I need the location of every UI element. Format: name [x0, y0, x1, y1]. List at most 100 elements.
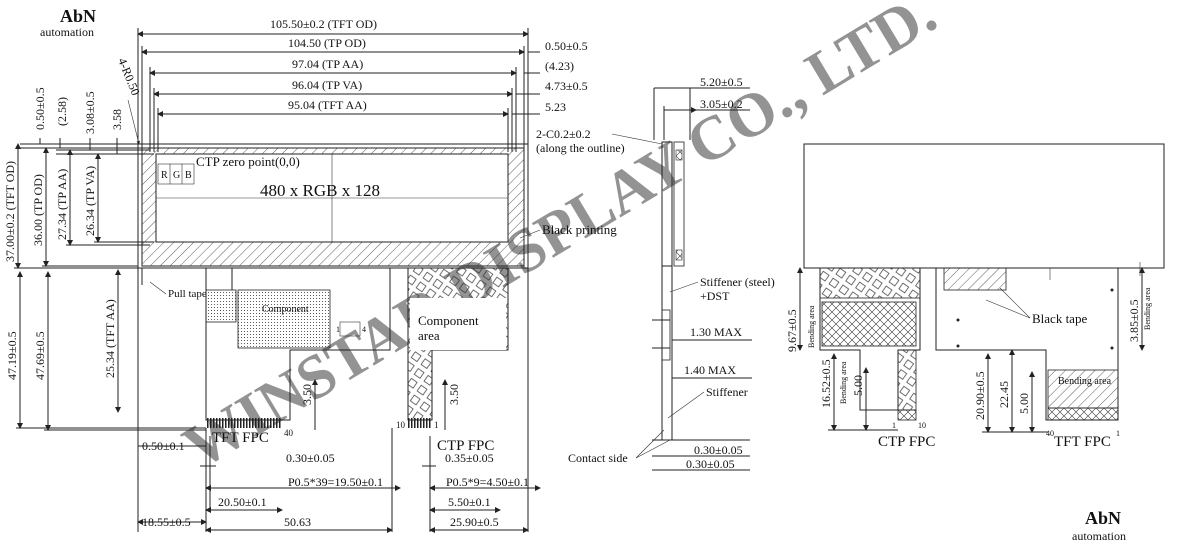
black-printing-label: Black printing	[542, 222, 617, 237]
component-small-label: Component	[262, 304, 309, 315]
side-view: 5.20±0.5 3.05±0.2 2-C0.2±0.2 (along the …	[536, 75, 778, 471]
watermark-logo: AbN	[60, 6, 96, 26]
component-area-line-2: area	[418, 328, 440, 343]
panel-outline	[137, 143, 529, 269]
dim-right-2: (4.23)	[545, 59, 574, 73]
dim-left-top-3: 3.08±0.5	[83, 91, 97, 134]
dim-right-3: 4.73±0.5	[545, 79, 588, 93]
resolution-label: 480 x RGB x 128	[260, 181, 380, 200]
dim-tp-od-width: 104.50 (TP OD)	[288, 36, 366, 50]
back-view: Black tape Bending area Bending area Ben…	[785, 143, 1165, 450]
back-dim-500-right: 5.00	[1017, 393, 1031, 414]
back-pin-1-ctp: 1	[892, 421, 896, 430]
back-dim-1652: 16.52±0.5	[819, 359, 833, 408]
max-1-label: 1.30 MAX	[690, 325, 742, 339]
pin-1-small-label: 1	[336, 325, 340, 334]
dim-tp-aa-width: 97.04 (TP AA)	[292, 57, 363, 71]
component-area-line-1: Component	[418, 313, 479, 328]
chamfer-line-2: (along the outline)	[536, 141, 625, 155]
stiffener-area	[821, 301, 917, 347]
dim-fpc-length-1: 47.19±0.5	[5, 331, 19, 380]
bending-area-right: Bending area	[1143, 287, 1152, 330]
dim-bottom-1855: 18.55±0.5	[142, 515, 191, 529]
back-pin-1-tft: 1	[1116, 429, 1120, 438]
dim-tft-od-width: 105.50±0.2 (TFT OD)	[270, 17, 377, 31]
dim-tft-aa-height: 25.34 (TFT AA)	[103, 299, 117, 378]
left-top-dimension-lines	[20, 138, 154, 155]
pixel-b: B	[185, 170, 192, 181]
left-lower-dimension-lines	[16, 269, 206, 431]
dim-fpc-length-2: 47.69±0.5	[33, 331, 47, 380]
dim-bottom-030: 0.30±0.05	[286, 451, 335, 465]
dim-tp-va-width: 96.04 (TP VA)	[292, 78, 362, 92]
pin-10-front: 10	[396, 420, 406, 430]
ctp-fpc-label: CTP FPC	[437, 438, 494, 454]
black-tape-label: Black tape	[1032, 311, 1087, 326]
back-dim-500-left: 5.00	[851, 375, 865, 396]
dim-bottom-2050: 20.50±0.1	[218, 495, 267, 509]
stiffener-label: Stiffener	[706, 385, 748, 399]
pixel-g: G	[173, 170, 180, 181]
watermark-logo-bottom: AbN	[1085, 508, 1121, 528]
side-bottom-dim-1: 0.30±0.05	[694, 443, 743, 457]
dim-bottom-5063: 50.63	[284, 515, 311, 529]
dim-bottom-550: 5.50±0.1	[448, 495, 491, 509]
pixel-r: R	[161, 170, 168, 181]
chamfer-line-1: 2-C0.2±0.2	[536, 127, 591, 141]
dim-tft-od-height: 37.00±0.2 (TFT OD)	[3, 161, 17, 262]
pull-tape-label: Pull tape	[168, 288, 207, 300]
watermark-logo-sub: automation	[40, 25, 94, 39]
tft-fpc: Component Pull tape 4 1	[141, 268, 391, 428]
bottom-dimension-lines	[137, 268, 541, 533]
back-pin-40: 40	[1046, 429, 1054, 438]
pin-1-front: 1	[434, 420, 439, 430]
back-pin-10: 10	[918, 421, 926, 430]
dim-bottom-2590: 25.90±0.5	[450, 515, 499, 529]
bending-area-left-2: Bending area	[839, 361, 848, 404]
dim-left-top-4: 3.58	[110, 109, 124, 130]
back-dim-2090: 20.90±0.5	[973, 371, 987, 420]
stiffener-steel-line-2: +DST	[700, 289, 730, 303]
tft-fpc-label: TFT FPC	[212, 430, 269, 446]
contact-side-label: Contact side	[568, 451, 628, 465]
back-dim-2245: 22.45	[997, 381, 1011, 408]
dim-right-4: 5.23	[545, 100, 566, 114]
dim-left-top-1: 0.50±0.5	[33, 87, 47, 130]
pin-4-label: 4	[362, 325, 366, 334]
back-dim-967: 9.67±0.5	[785, 309, 799, 352]
back-tft-fpc-label: TFT FPC	[1054, 434, 1111, 450]
pin-40-front: 40	[284, 428, 294, 438]
chamfer-label: 2-C0.2±0.2 (along the outline)	[536, 127, 625, 155]
back-dim-385: 3.85±0.5	[1127, 299, 1141, 342]
dim-bottom-035: 0.35±0.05	[445, 451, 494, 465]
side-dim-1: 5.20±0.5	[700, 75, 743, 89]
dim-bottom-pitch-left: P0.5*39=19.50±0.1	[288, 475, 383, 489]
ctp-zero-point: CTP zero point(0,0)	[196, 154, 300, 169]
dim-left-top-2: (2.58)	[55, 97, 69, 126]
top-dimension-lines	[137, 28, 540, 152]
dim-350-right: 3.50	[447, 384, 461, 405]
dim-bottom-050: 0.50±0.1	[142, 439, 185, 453]
dim-radius: 4-R0.50	[115, 56, 143, 97]
back-panel	[803, 143, 1165, 269]
dim-350-left: 3.50	[300, 384, 314, 405]
side-bottom-dim-2: 0.30±0.05	[686, 457, 735, 471]
dim-tp-aa-height: 27.34 (TP AA)	[55, 169, 69, 240]
ctp-fpc-front: Component area	[407, 267, 509, 428]
side-panel	[661, 141, 673, 267]
dim-bottom-pitch-right: P0.5*9=4.50±0.1	[446, 475, 529, 489]
stiffener-steel-line-1: Stiffener (steel)	[700, 275, 775, 289]
component-area-label: Component area	[418, 313, 482, 343]
bending-area-label: Bending area	[1058, 376, 1112, 387]
max-2-label: 1.40 MAX	[684, 363, 736, 377]
bending-area-left-1: Bending area	[807, 305, 816, 348]
dim-tp-od-height: 36.00 (TP OD)	[31, 174, 45, 246]
watermark-logo-bottom-sub: automation	[1072, 529, 1126, 543]
front-view: 105.50±0.2 (TFT OD) 104.50 (TP OD) 97.04…	[3, 17, 617, 533]
side-dim-2: 3.05±0.2	[700, 97, 743, 111]
dim-tft-aa-width: 95.04 (TFT AA)	[288, 98, 367, 112]
back-dimension-lines	[797, 267, 1145, 433]
back-ctp-fpc-label: CTP FPC	[878, 434, 935, 450]
stiffener-steel-label: Stiffener (steel) +DST	[700, 275, 778, 303]
